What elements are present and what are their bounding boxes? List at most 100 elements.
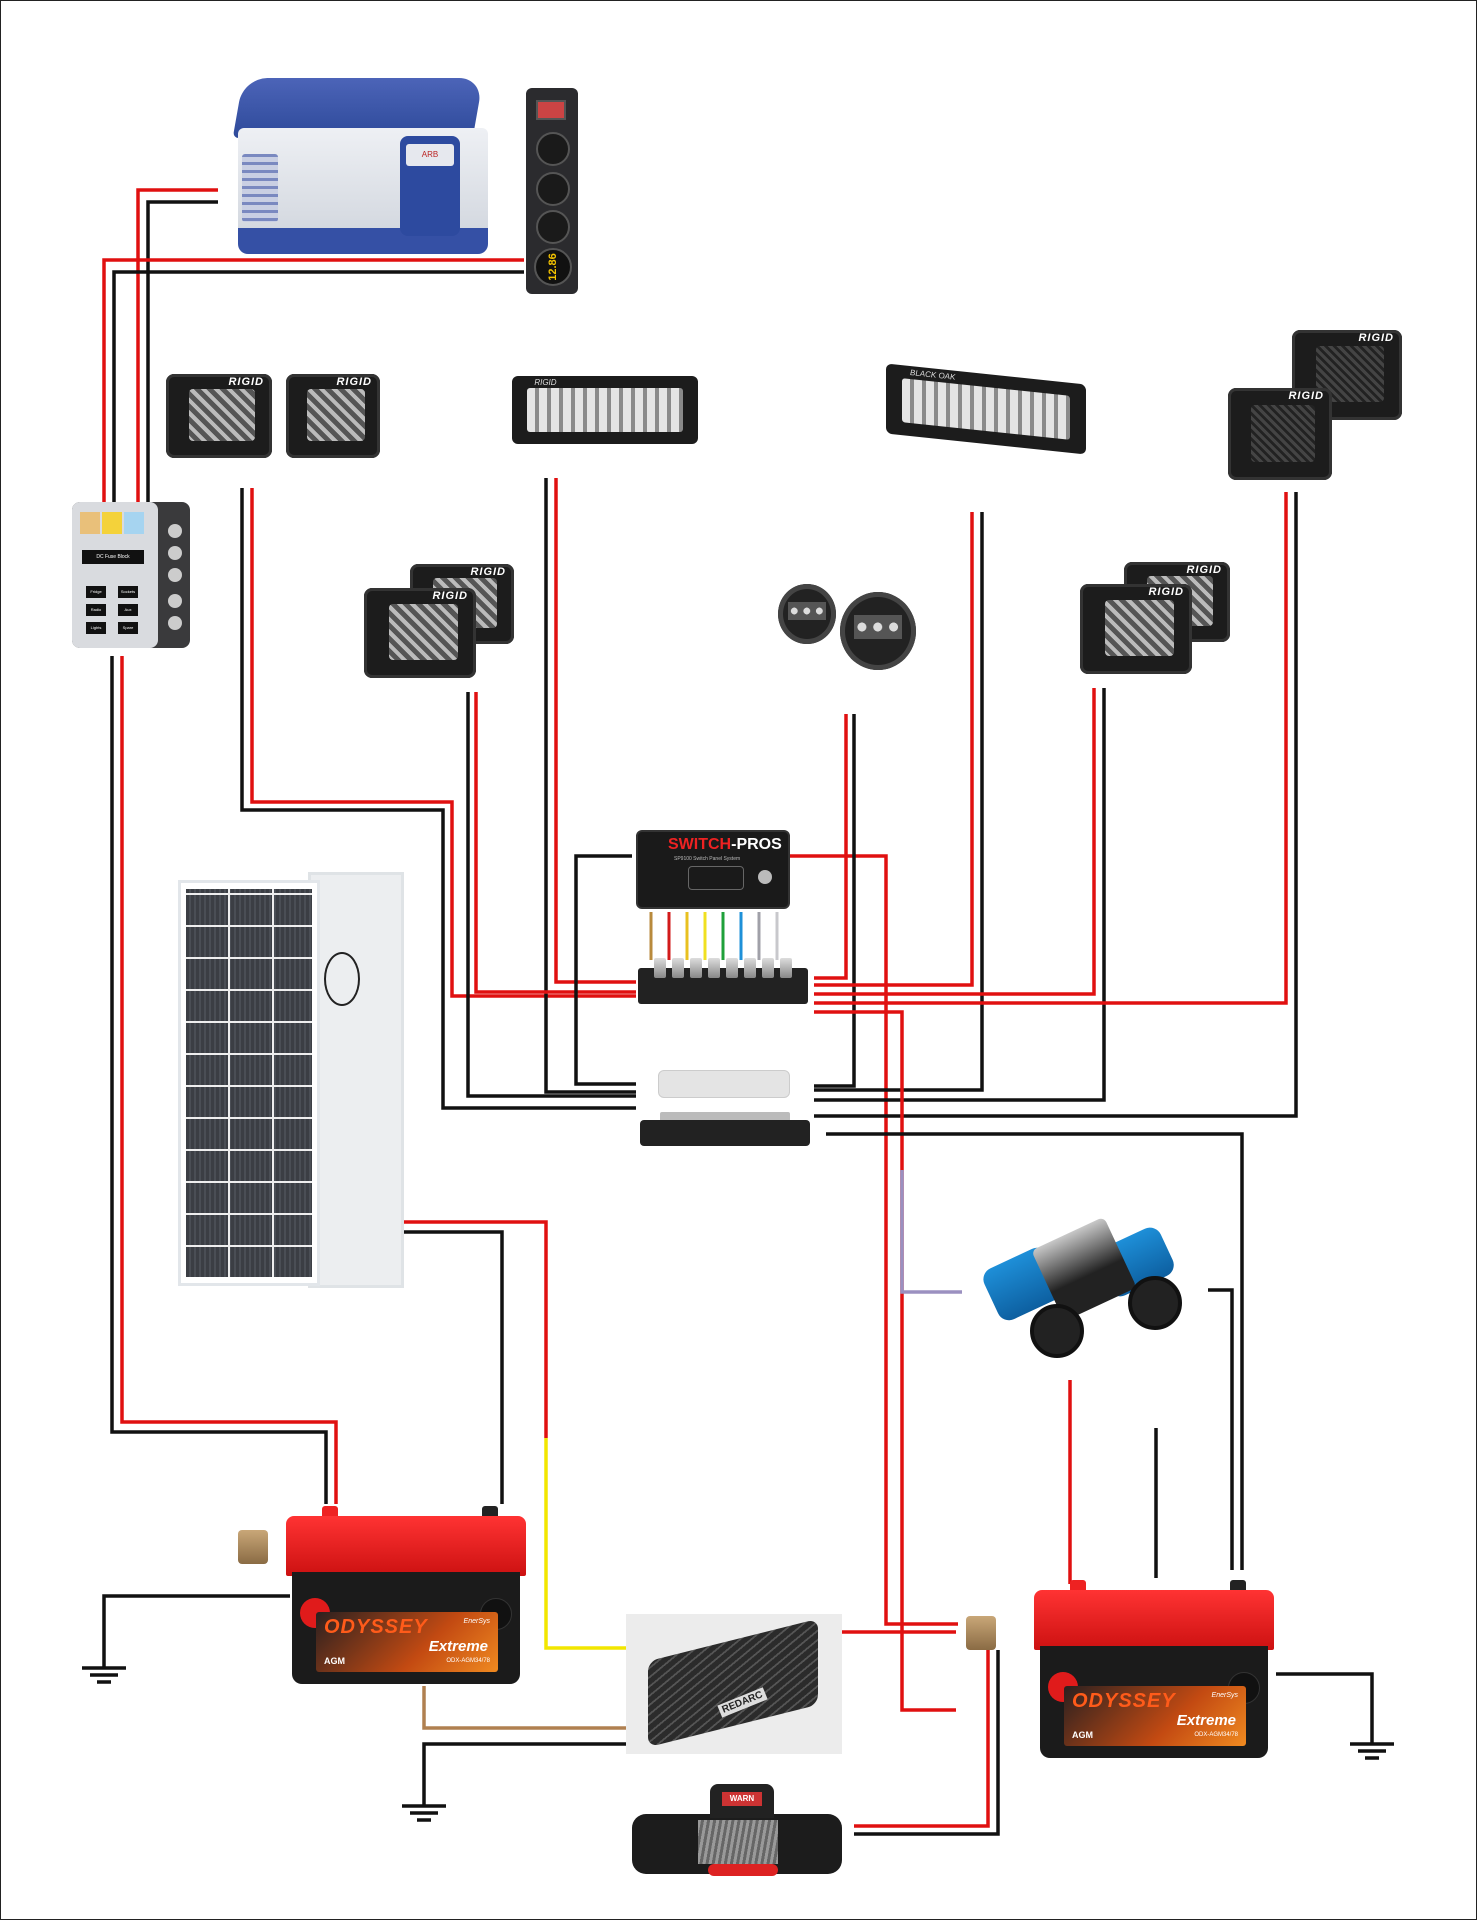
wire-pods4-negative [814,492,1298,1118]
fuse-block-label: DC Fuse Block [82,550,144,564]
compressor-end-cap [1030,1304,1084,1358]
fridge-vent [242,154,278,222]
fuse-icon [102,512,122,534]
switch-pros-logo: SWITCH-PROS [668,836,782,853]
solar-panel [178,872,404,1288]
ground-symbol-start [1350,1742,1394,1760]
bus-bar-base [640,1120,810,1146]
wire-panel-negative [112,270,524,506]
wire-fridge-positive [136,188,218,506]
wire-solar-positive [400,1220,548,1438]
dc-fuse-block: DC Fuse Block Fridge Sockets Radio Aux L… [72,502,190,648]
wire-switchpros-positive [790,854,888,1160]
switch-pros-controller: SWITCH-PROS SP9100 Switch Panel System [636,830,790,909]
ground-symbol-aux [82,1666,126,1684]
winch: WARN [622,1778,852,1890]
wire-pods1-positive [250,488,636,998]
wire-solar-negative [400,1230,504,1504]
terminal-screw-icon [744,958,756,978]
terminal-screw-icon [654,958,666,978]
wire-fuse-positive [120,656,338,1504]
wire-fuse-negative [110,656,328,1504]
light-pod-left: RIGID [364,588,476,678]
terminal-screw-icon [168,568,182,582]
wire-compressor-purple [900,1170,962,1294]
fridge-badge: ARB [406,144,454,166]
wire-winch-positive [854,1640,990,1828]
fuse-icon [80,512,100,534]
wire-block-feed2 [884,1160,958,1626]
wire-bar20-negative [814,512,984,1092]
battery-terminal-clamp [966,1616,996,1650]
wire-bus-negative [826,1132,1244,1570]
accessory-switch-panel: 12.86 [526,88,578,294]
wire-redarc-brown [422,1686,626,1730]
redarc-dc-charger: REDARC [626,1614,842,1754]
wire-bar20-positive [814,512,974,987]
terminal-screw-icon [726,958,738,978]
solar-panel-front [178,880,320,1286]
wire-redarc-negative [422,1742,626,1806]
solar-cable-loop [324,952,360,1006]
terminal-screw-icon [780,958,792,978]
solar-panel-back [308,872,404,1288]
battery-label: ODYSSEY EnerSys Extreme AGM ODX-AGM34/78 [1064,1686,1246,1746]
air-compressor [978,1206,1204,1358]
light-pod-side-shooter: RIGID [286,374,380,458]
wire-pods1-negative [240,488,636,1110]
fuse-circuit-label: Fridge [86,586,106,598]
wire-panel-positive [102,258,524,506]
round-driving-light [778,584,836,644]
warn-logo: WARN [722,1792,762,1806]
wire-winch-negative [854,1650,1000,1836]
voltmeter-readout: 12.86 [534,248,572,286]
usb-socket-icon [536,210,570,244]
wire-ignition [544,1438,626,1650]
wire-pods4-positive [814,492,1288,1005]
winch-rope [698,1820,778,1864]
light-bar-10in: RIGID [512,376,698,444]
knob-icon [758,870,772,884]
wire-aux-ground [102,1594,290,1668]
positive-terminal-block [638,958,808,1004]
charger-housing [648,1618,818,1748]
wire-bar10-negative [544,478,636,1094]
battery-label: ODYSSEY EnerSys Extreme AGM ODX-AGM34/78 [316,1612,498,1672]
socket-icon [536,132,570,166]
wire-round-negative [814,714,856,1088]
bus-bar-cover [658,1070,790,1098]
negative-bus-bar [640,1062,810,1150]
fuse-circuit-label: Aux [118,604,138,616]
auxiliary-battery: ODYSSEY EnerSys Extreme AGM ODX-AGM34/78 [286,1506,526,1686]
round-driving-light [840,592,916,670]
compressor-end-cap [1128,1276,1182,1330]
wire-pods2-negative [466,692,636,1098]
fuse-circuit-label: Lights [86,622,106,634]
battery-terminal-clamp [238,1530,268,1564]
light-pod-diffused: RIGID [1228,388,1332,480]
terminal-screw-icon [168,546,182,560]
wire-pods3-positive [814,688,1096,996]
wire-fridge-negative [146,200,218,506]
terminal-screw-icon [168,594,182,608]
wire-block-feed [814,1010,956,1712]
light-pod-right: RIGID [1080,584,1192,674]
terminal-screw-icon [168,524,182,538]
fuse-circuit-label: Sockets [118,586,138,598]
terminal-screw-icon [690,958,702,978]
wire-round-positive [814,714,848,980]
wire-pods3-negative [814,688,1106,1102]
starting-battery: ODYSSEY EnerSys Extreme AGM ODX-AGM34/78 [1034,1580,1274,1760]
usb-socket-icon [536,172,570,206]
ground-symbol-redarc [402,1804,446,1822]
wire-start-ground [1276,1672,1374,1744]
wire-compressor-negative [1208,1288,1234,1570]
fridge-freezer: ARB [228,78,498,258]
fuse-circuit-label: Radio [86,604,106,616]
wire-pods2-positive [474,692,636,994]
wire-bar10-positive [554,478,636,984]
fridge-control-panel: ARB [400,136,460,236]
fuse-icon [124,512,144,534]
switch-output-leads [649,912,779,960]
